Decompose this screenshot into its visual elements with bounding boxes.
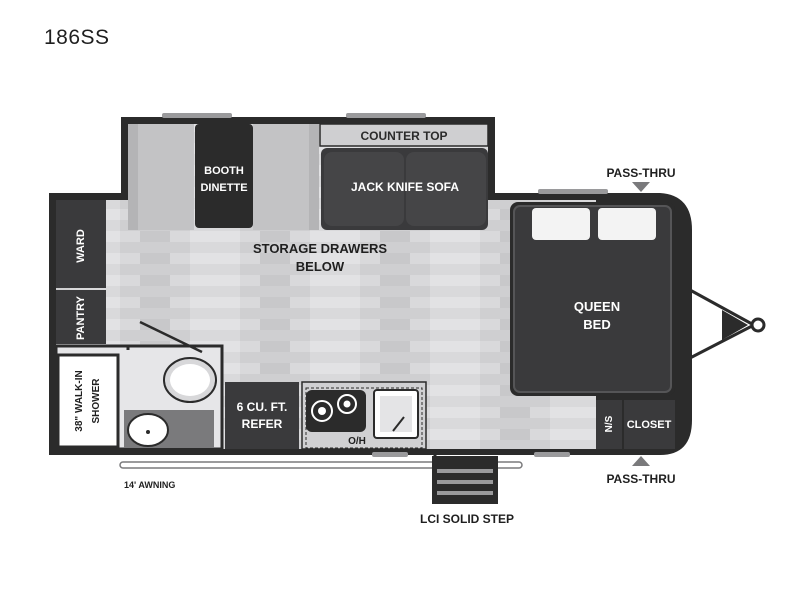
pantry-label: PANTRY (75, 295, 87, 340)
booth-dinette: BOOTH DINETTE (128, 124, 319, 230)
storage-label-1: STORAGE DRAWERS (253, 241, 387, 256)
trailer-hitch (689, 288, 766, 360)
refer-label-1: 6 CU. FT. (237, 400, 288, 414)
walk-in-shower (56, 353, 120, 449)
bed-label: BED (583, 317, 610, 332)
nightstand: N/S (596, 400, 622, 449)
refrigerator: 6 CU. FT. REFER (225, 382, 299, 449)
overhead-label: O/H (348, 436, 366, 447)
pantry: PANTRY (56, 290, 106, 344)
stove-icon (306, 390, 366, 432)
bath-door (139, 320, 203, 354)
counter-top-label: COUNTER TOP (360, 129, 447, 143)
model-name: 186SS (44, 26, 110, 49)
storage-label-2: BELOW (296, 259, 345, 274)
wardrobe: WARD (56, 200, 106, 288)
jack-knife-sofa: JACK KNIFE SOFA (321, 148, 488, 230)
pass-thru-top-arrow (632, 182, 650, 192)
ns-label: N/S (604, 415, 615, 432)
pillow-right (598, 208, 656, 240)
refer-label-2: REFER (242, 417, 283, 431)
step-label: LCI SOLID STEP (420, 512, 514, 526)
dinette-label: DINETTE (200, 182, 247, 194)
queen-bed: QUEEN BED (510, 202, 675, 396)
bathroom: 38" WALK-IN SHOWER (54, 320, 224, 451)
awning-label: 14' AWNING (124, 480, 175, 490)
booth-label: BOOTH (204, 165, 244, 177)
sofa-label: JACK KNIFE SOFA (351, 180, 459, 194)
queen-label: QUEEN (574, 299, 620, 314)
ward-label: WARD (75, 229, 87, 263)
closet: CLOSET (624, 400, 675, 449)
pass-thru-top-label: PASS-THRU (606, 166, 675, 180)
shower-label-2: SHOWER (91, 378, 102, 424)
entry-step: LCI SOLID STEP (420, 455, 514, 526)
closet-label: CLOSET (627, 419, 672, 431)
shower-label-1: 38" WALK-IN (74, 370, 85, 431)
kitchen-counter: O/H (301, 381, 427, 450)
pass-thru-bottom-label: PASS-THRU (606, 472, 675, 486)
awning: 14' AWNING (119, 461, 523, 490)
pillow-left (532, 208, 590, 240)
pass-thru-bottom-arrow (632, 456, 650, 466)
counter-top: COUNTER TOP (319, 123, 489, 147)
